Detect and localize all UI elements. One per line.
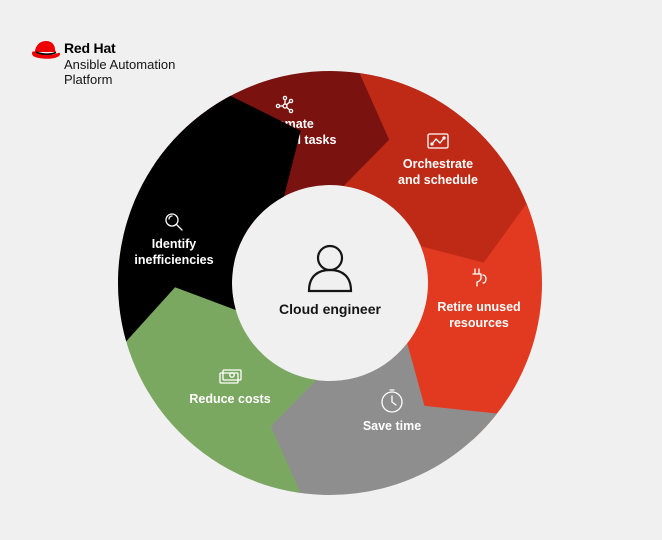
segment-label-reduce-costs: Reduce costs — [189, 392, 270, 406]
segment-label-line: Reduce costs — [189, 392, 270, 406]
segment-label-retire: Retire unused resources — [437, 300, 520, 330]
money-bills-icon — [219, 369, 242, 384]
brand-name: Red Hat — [64, 40, 116, 56]
segment-label-line: inefficiencies — [134, 253, 213, 267]
segment-label-save-time: Save time — [363, 419, 421, 433]
brand-logo: Red Hat Ansible Automation Platform — [31, 38, 211, 90]
unplug-icon — [472, 268, 487, 287]
segment-label-line: and schedule — [398, 173, 478, 187]
segment-label-line: Orchestrate — [403, 157, 473, 171]
center-label: Cloud engineer — [279, 301, 381, 317]
workflow-map-icon — [427, 133, 449, 149]
segment-label-line: Save time — [363, 419, 421, 433]
product-name-line1: Ansible Automation — [64, 57, 176, 72]
segment-label-orchestrate: Orchestrate and schedule — [398, 157, 478, 187]
segment-label-line: Retire unused — [437, 300, 520, 314]
network-nodes-icon — [275, 95, 294, 114]
center-node: Cloud engineer — [279, 244, 381, 317]
cycle-segment-retire: Retire unused resources — [395, 203, 543, 441]
segment-arrow-shape — [395, 203, 543, 441]
red-hat-fedora-icon — [32, 41, 61, 59]
cycle-segment-orchestrate: Orchestrate and schedule — [343, 73, 540, 308]
magnifier-icon — [165, 213, 183, 231]
segment-arrow-shape — [343, 73, 540, 308]
segment-label-line: Identify — [152, 237, 196, 251]
segment-arrow-shape — [117, 95, 301, 342]
segment-label-identify: Identify inefficiencies — [134, 237, 213, 267]
person-icon — [307, 244, 353, 293]
stopwatch-icon — [381, 389, 403, 413]
product-name-line2: Platform — [64, 72, 113, 87]
segment-label-line: resources — [449, 316, 509, 330]
cycle-segment-identify: Identify inefficiencies — [117, 95, 301, 342]
